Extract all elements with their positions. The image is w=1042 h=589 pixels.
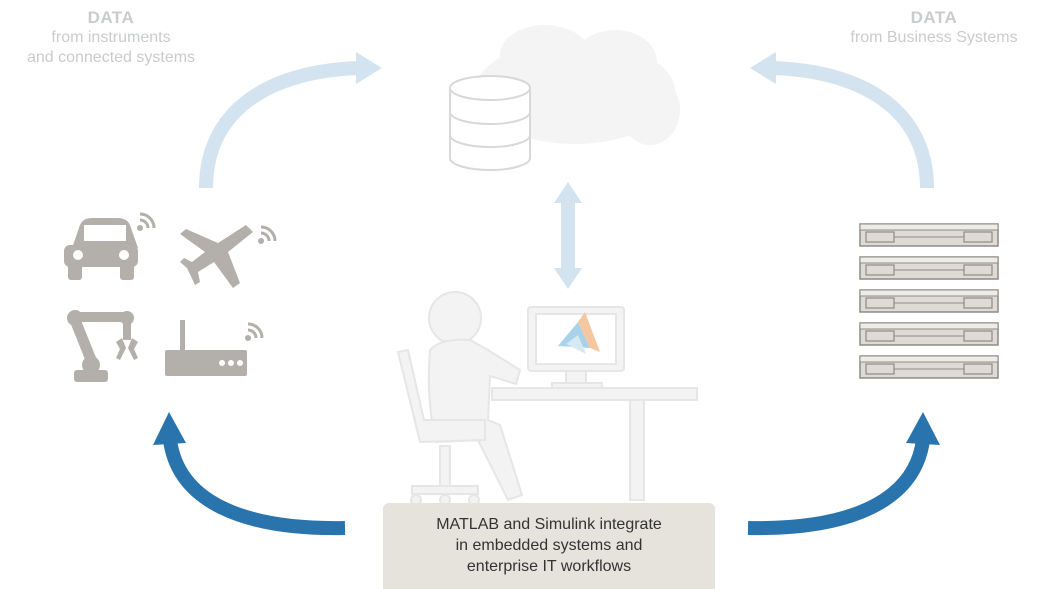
airplane-icon	[180, 225, 253, 288]
left-data-label: DATA from instruments and connected syst…	[0, 8, 222, 68]
arrow-to-devices	[153, 412, 346, 536]
caption-line1: MATLAB and Simulink integrate	[436, 516, 662, 533]
caption-line2: in embedded systems and	[455, 537, 643, 554]
server-rack-icon	[859, 223, 999, 379]
wifi-car-icon	[137, 212, 156, 231]
matlab-logo-icon	[558, 312, 600, 354]
server-unit	[859, 322, 999, 346]
robot-arm-icon	[67, 310, 138, 382]
left-data-line1: from instruments	[51, 29, 171, 46]
user-at-workstation-icon	[396, 291, 698, 506]
bidirectional-arrow	[554, 182, 582, 289]
arrow-right-to-cloud	[750, 52, 934, 189]
wifi-plane-icon	[258, 225, 277, 244]
server-unit	[859, 223, 999, 247]
right-data-line1: from Business Systems	[850, 29, 1018, 46]
arrow-to-servers	[747, 412, 940, 536]
caption-line3: enterprise IT workflows	[466, 558, 632, 575]
arrow-left-to-cloud	[199, 52, 382, 189]
wifi-router-icon	[245, 322, 264, 341]
server-unit	[859, 355, 999, 379]
caption-text: MATLAB and Simulink integrate in embedde…	[383, 514, 715, 577]
database-icon	[449, 75, 531, 171]
left-data-heading: DATA	[87, 8, 135, 27]
router-icon	[165, 320, 247, 376]
right-data-heading: DATA	[910, 8, 958, 27]
caption-box: MATLAB and Simulink integrate in embedde…	[383, 503, 715, 589]
server-unit	[859, 256, 999, 280]
left-data-line2: and connected systems	[26, 49, 196, 66]
server-unit	[859, 289, 999, 313]
car-icon	[64, 218, 138, 280]
right-data-label: DATA from Business Systems	[826, 8, 1042, 48]
